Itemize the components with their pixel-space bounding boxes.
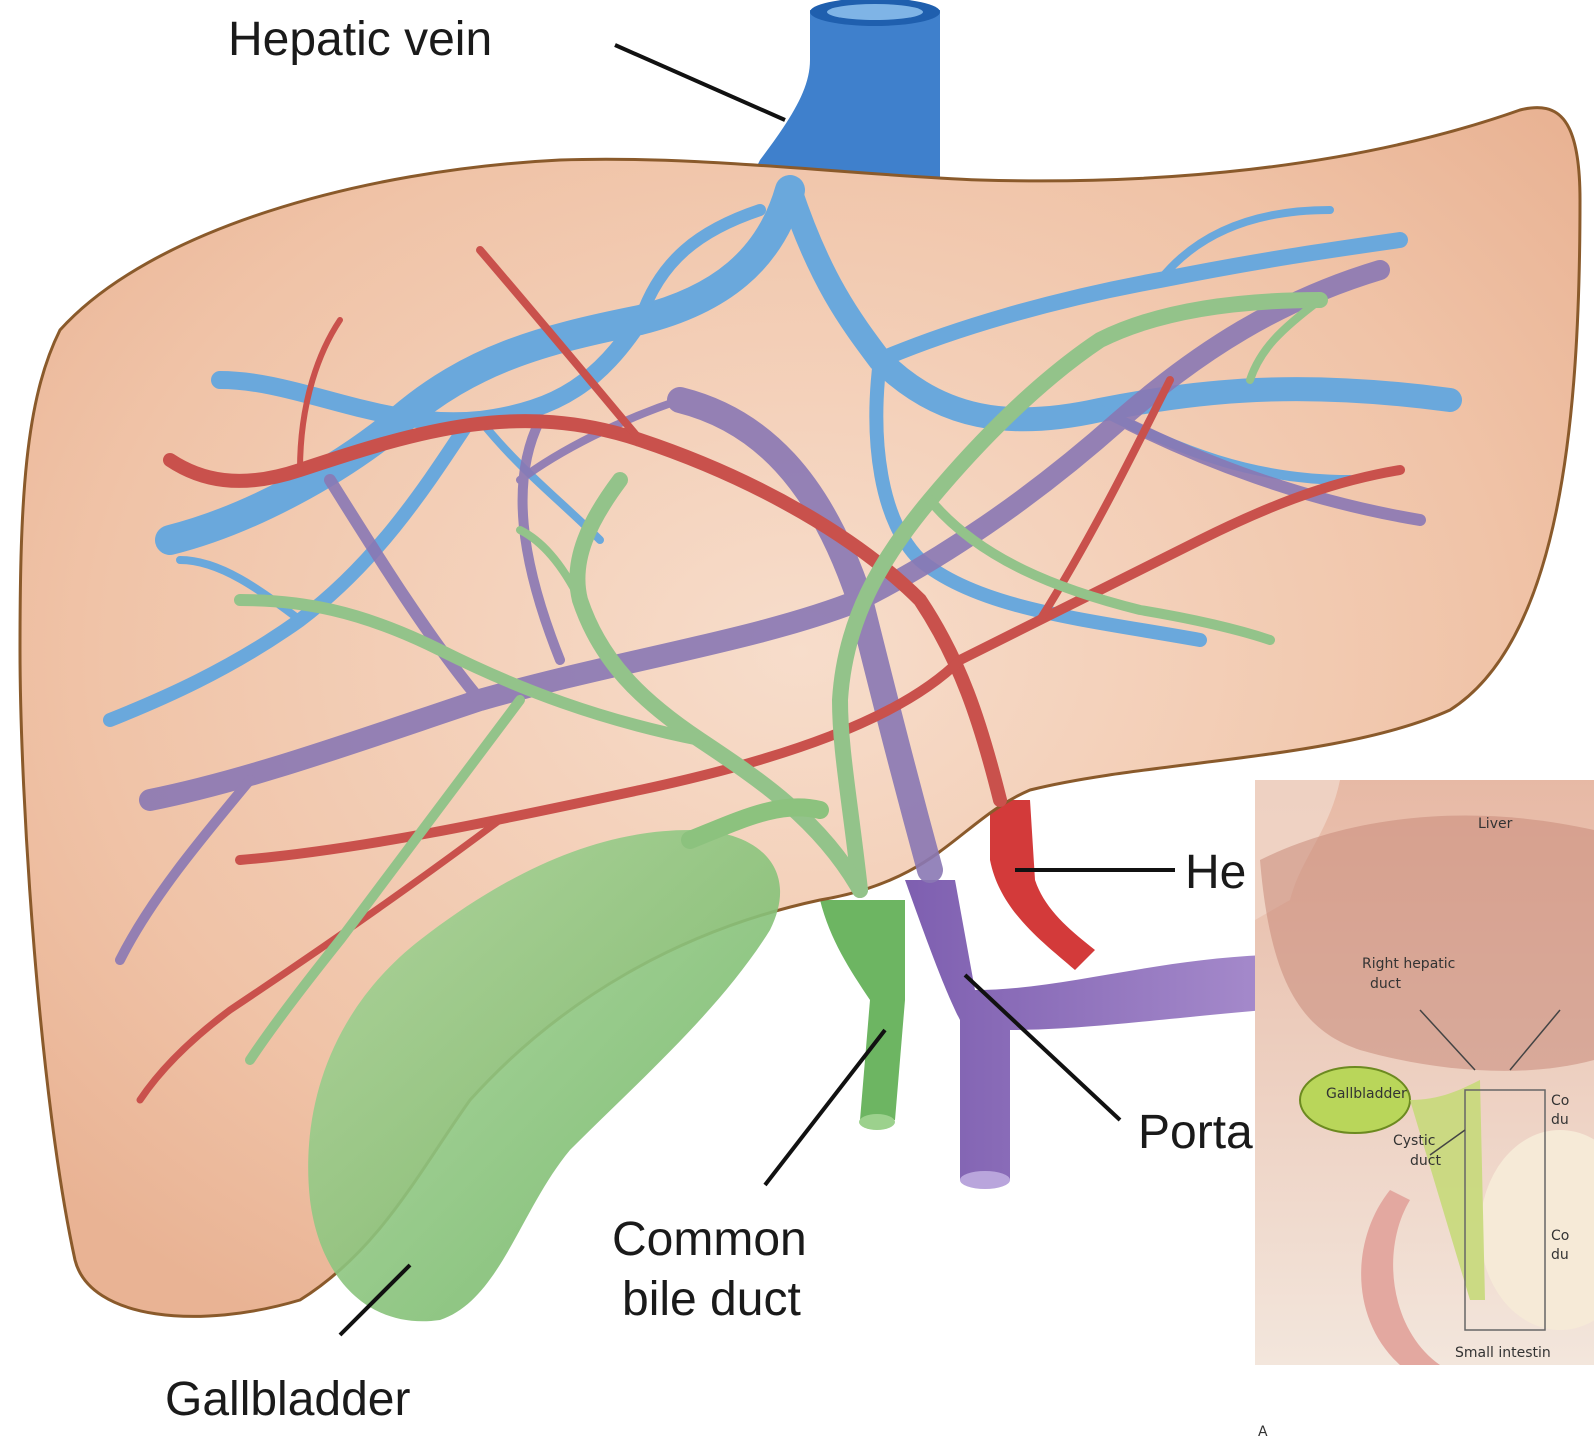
hepatic-vein-leader <box>615 45 785 120</box>
inset-label-common-partial-2-line1: Co <box>1551 1228 1569 1244</box>
inset-label-common-partial-1-line2: du <box>1551 1112 1569 1128</box>
label-portal-vein-partial: Porta <box>1138 1106 1253 1159</box>
inset-label-liver: Liver <box>1478 816 1513 832</box>
inset-label-right-hepatic-duct-line2: duct <box>1370 976 1401 992</box>
label-gallbladder: Gallbladder <box>165 1373 411 1426</box>
inset-label-small-intestine-partial: Small intestin <box>1455 1345 1551 1361</box>
inset-label-common-partial-1-line1: Co <box>1551 1093 1569 1109</box>
hepatic-artery <box>990 800 1095 970</box>
inset-figure: Liver Right hepatic duct Gallbladder Cys… <box>1255 780 1594 1365</box>
label-common-bile-duct-line1: Common <box>612 1213 807 1266</box>
inset-label-common-partial-2-line2: du <box>1551 1247 1569 1263</box>
common-bile-duct <box>820 900 905 1120</box>
inset-label-right-hepatic-duct-line1: Right hepatic <box>1362 956 1455 972</box>
label-hepatic-vein: Hepatic vein <box>228 13 492 66</box>
label-hepatic-artery-partial: He <box>1185 846 1246 899</box>
inset-panel-letter: A <box>1258 1424 1268 1440</box>
inset-label-gallbladder: Gallbladder <box>1326 1086 1407 1102</box>
inset-label-cystic-duct-line1: Cystic <box>1393 1133 1435 1149</box>
label-common-bile-duct-line2: bile duct <box>622 1273 801 1326</box>
inset-label-cystic-duct-line2: duct <box>1410 1153 1441 1169</box>
